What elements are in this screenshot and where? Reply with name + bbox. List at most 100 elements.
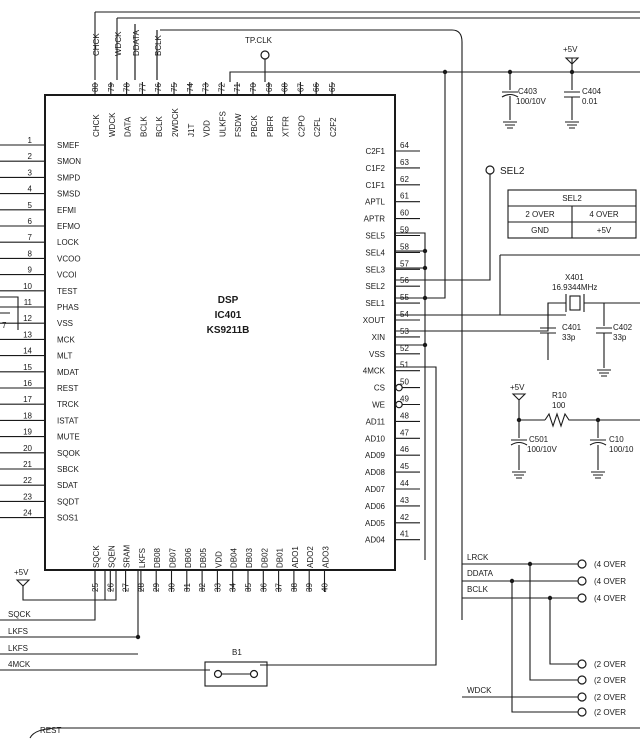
top-pin-num: 78 xyxy=(123,83,132,92)
right-pin-num: 51 xyxy=(400,361,409,370)
left-pin-label: SQDT xyxy=(57,497,79,506)
top-pin-label: FSDW xyxy=(234,113,243,137)
tp-clk-label: TP.CLK xyxy=(245,36,273,45)
dsp-chip-body xyxy=(44,94,396,571)
left-pin-num: 22 xyxy=(23,476,32,485)
c10-label: C10 xyxy=(609,435,624,444)
bottom-pin-num: 26 xyxy=(106,583,115,592)
right-pin-label: C1F2 xyxy=(365,164,385,173)
c501-label: C501 xyxy=(529,435,549,444)
pin7-mark: 7 xyxy=(2,321,7,330)
output-label: (2 OVER xyxy=(594,708,626,717)
left-pin-num: 1 xyxy=(28,136,33,145)
bottom-pin-label: DB07 xyxy=(169,547,178,568)
output-terminal[interactable] xyxy=(577,707,587,717)
output-terminal[interactable] xyxy=(577,675,587,685)
output-terminal[interactable] xyxy=(577,659,587,669)
cs-pin-bubble xyxy=(395,383,403,392)
right-pin-num: 59 xyxy=(400,226,409,235)
r10-value: 100 xyxy=(552,401,566,410)
chip-line-1: DSP xyxy=(218,295,239,306)
output-terminal[interactable] xyxy=(577,576,587,586)
top-pin-num: 66 xyxy=(312,83,321,92)
right-pin-label: AD06 xyxy=(365,502,386,511)
left-pin-label: EFMO xyxy=(57,222,80,231)
right-pin-num: 62 xyxy=(400,175,409,184)
top-pin-label: ULKFS xyxy=(218,111,227,137)
output-label: (4 OVER xyxy=(594,560,626,569)
right-pin-label: XOUT xyxy=(363,316,385,325)
right-pin-num: 44 xyxy=(400,479,409,488)
sel2-table: SEL2 2 OVER 4 OVER GND +5V xyxy=(507,189,637,239)
top-signal-bclk: BCLK xyxy=(154,34,163,56)
left-pin-num: 10 xyxy=(23,282,32,291)
top-pin-label: VDD xyxy=(203,120,212,137)
right-pin-num: 52 xyxy=(400,344,409,353)
output-terminal[interactable] xyxy=(577,593,587,603)
output-label: (2 OVER xyxy=(594,676,626,685)
output-terminal[interactable] xyxy=(577,692,587,702)
bottom-pin-num: 32 xyxy=(198,583,207,592)
output-terminal[interactable] xyxy=(577,559,587,569)
sel2-table-title: SEL2 xyxy=(562,194,582,203)
bottom-pin-label: SQEN xyxy=(107,545,116,568)
right-pin-num: 64 xyxy=(400,141,409,150)
left-pin-num: 4 xyxy=(28,185,33,194)
right-pin-label: AD10 xyxy=(365,434,386,443)
left-pin-label: MUTE xyxy=(57,433,80,442)
we-pin-bubble xyxy=(395,400,403,409)
top-pin-label: CHCK xyxy=(92,114,101,137)
right-pin-label: SEL5 xyxy=(365,232,385,241)
left-pin-num: 2 xyxy=(28,152,33,161)
right-pin-num: 50 xyxy=(400,378,409,387)
bottom-pin-num: 30 xyxy=(168,583,177,592)
c501-value: 100/10V xyxy=(527,445,557,454)
top-pin-num: 73 xyxy=(202,83,211,92)
jumper-b1[interactable] xyxy=(204,661,268,687)
right-pin-label: 4MCK xyxy=(363,367,386,376)
top-pin-num: 72 xyxy=(217,83,226,92)
output-label: (2 OVER xyxy=(594,693,626,702)
output-label: (2 OVER xyxy=(594,660,626,669)
left-pin-label: EFMI xyxy=(57,206,76,215)
right-pin-label: AD07 xyxy=(365,485,386,494)
right-pin-label: WE xyxy=(372,401,385,410)
right-pin-label: APTR xyxy=(364,215,386,224)
bottom-pin-label: SRAM xyxy=(123,545,132,568)
tp-clk-terminal[interactable] xyxy=(260,50,270,60)
right-pin-num: 57 xyxy=(400,259,409,268)
left-pin-num: 14 xyxy=(23,347,32,356)
left-pin-num: 15 xyxy=(23,363,32,372)
right-pin-label: SEL2 xyxy=(365,282,385,291)
bottom-pin-num: 36 xyxy=(259,583,268,592)
left-pin-label: SDAT xyxy=(57,481,78,490)
right-pin-label: AD04 xyxy=(365,536,386,545)
sel2-terminal[interactable] xyxy=(485,165,495,175)
left-pin-num: 16 xyxy=(23,379,32,388)
top-pin-label: PBFR xyxy=(266,115,275,137)
right-pin-num: 42 xyxy=(400,513,409,522)
top-pin-label: BCLK xyxy=(155,115,164,137)
right-pin-num: 56 xyxy=(400,276,409,285)
right-pin-num: 61 xyxy=(400,192,409,201)
top-pin-num: 76 xyxy=(154,83,163,92)
bottom-pin-num: 37 xyxy=(275,583,284,592)
bot-sig-lkfs-1: LKFS xyxy=(8,627,28,636)
left-pin-label: PHAS xyxy=(57,303,79,312)
left-pin-num: 9 xyxy=(28,266,33,275)
top-signal-chck: CHCK xyxy=(92,33,101,56)
bottom-pin-num: 40 xyxy=(321,583,330,592)
sel2-table-r2c1: GND xyxy=(531,226,549,235)
top-pin-label: 2WDCK xyxy=(171,107,180,137)
right-pin-num: 47 xyxy=(400,428,409,437)
bottom-pin-num: 31 xyxy=(183,583,192,592)
bottom-pin-label: ADO1 xyxy=(291,546,300,568)
right-pin-num: 45 xyxy=(400,462,409,471)
plus5v-top: +5V xyxy=(563,45,578,54)
bottom-pin-num: 29 xyxy=(152,583,161,592)
bottom-pin-label: DB01 xyxy=(276,547,285,568)
right-pin-label: XIN xyxy=(372,333,386,342)
right-pin-label: AD09 xyxy=(365,451,386,460)
top-signal-wdck: WDCK xyxy=(114,31,123,56)
